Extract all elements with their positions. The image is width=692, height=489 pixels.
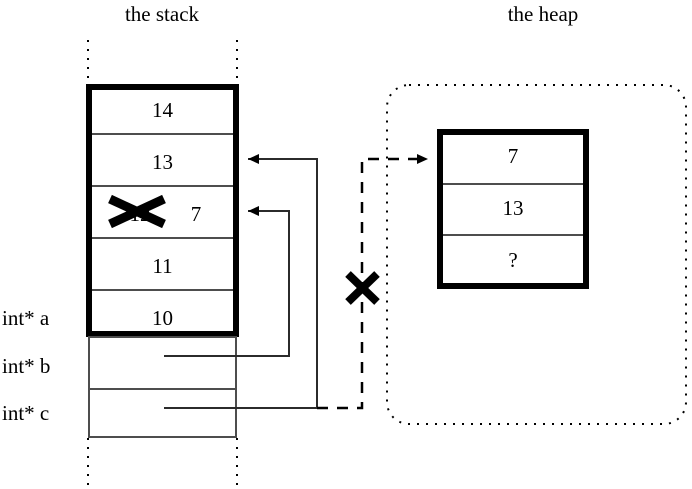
stack-cell-value: 14 bbox=[152, 98, 173, 122]
pointer-b-arrow bbox=[164, 206, 290, 357]
pointer-c-arrow bbox=[164, 154, 318, 409]
stack-cell-value-struck: 12 bbox=[129, 202, 151, 226]
heap-cell-value: ? bbox=[508, 248, 518, 272]
heap-block-box bbox=[437, 129, 589, 289]
stack-cell-value: 11 bbox=[152, 254, 173, 278]
stack-cell-value-updated: 7 bbox=[190, 202, 202, 226]
heap-cell-value: 13 bbox=[502, 196, 524, 220]
heap-region-boundary bbox=[386, 84, 687, 425]
stack-pointer-box bbox=[88, 336, 237, 438]
pointer-label-b: int* b bbox=[2, 354, 51, 378]
invalid-pointer-x-icon bbox=[345, 271, 380, 305]
pointer-label-a: int* a bbox=[2, 306, 50, 330]
stack-frame-box bbox=[86, 84, 239, 337]
struck-value-x-icon bbox=[108, 194, 166, 229]
stack-title: the stack bbox=[124, 2, 200, 26]
heap-cell-value: 7 bbox=[507, 144, 519, 168]
pointer-label-c: int* c bbox=[2, 401, 50, 425]
stack-cell-value: 13 bbox=[152, 150, 173, 174]
stack-cell-value: 10 bbox=[152, 306, 173, 330]
heap-title: the heap bbox=[507, 2, 579, 26]
